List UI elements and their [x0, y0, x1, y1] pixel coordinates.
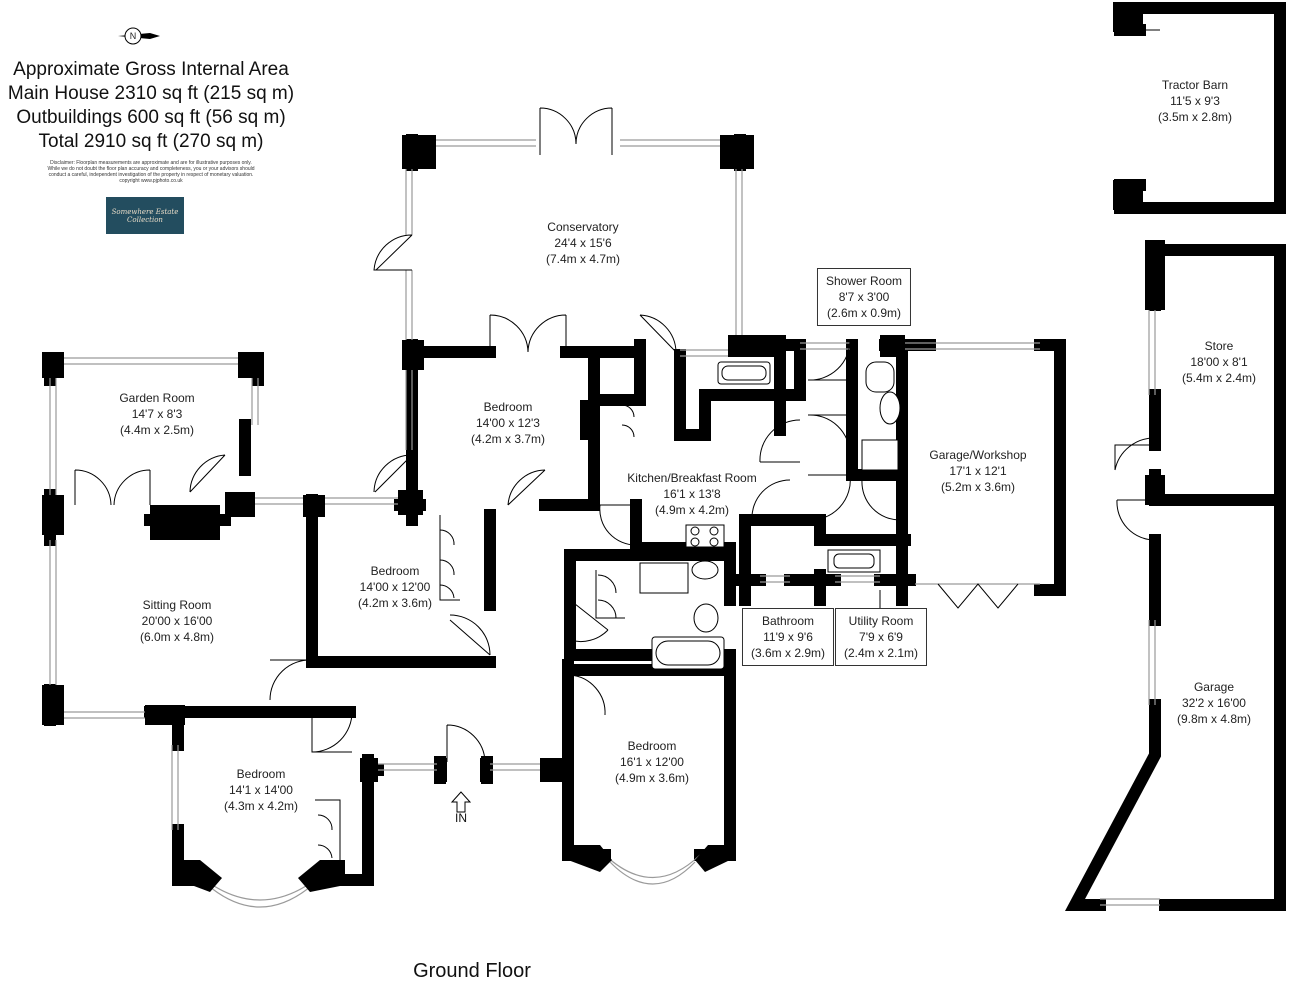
room-label-line: 11'9 x 9'6 — [763, 630, 813, 644]
room-label-garage-workshop: Garage/Workshop 17'1 x 12'1 (5.2m x 3.6m) — [929, 447, 1026, 495]
room-label-bedroom-2: Bedroom 14'00 x 12'00 (4.2m x 3.6m) — [358, 563, 432, 611]
room-label-line: 14'00 x 12'3 — [476, 416, 540, 430]
room-label-bathroom: Bathroom 11'9 x 9'6 (3.6m x 2.9m) — [741, 608, 835, 666]
room-label-line: Bedroom — [236, 767, 286, 781]
windows — [49, 139, 1160, 908]
area-summary: Approximate Gross Internal Area Main Hou… — [6, 58, 296, 154]
room-label-line: 14'1 x 14'00 — [229, 783, 293, 797]
room-label-line: (5.4m x 2.4m) — [1181, 371, 1257, 385]
room-label-line: Store — [1204, 339, 1234, 353]
room-label-line: 32'2 x 16'00 — [1182, 696, 1246, 710]
room-label-line: 17'1 x 12'1 — [949, 464, 1007, 478]
room-label-line: (4.9m x 4.2m) — [654, 503, 729, 517]
room-label-line: 7'9 x 6'9 — [859, 630, 903, 644]
logo-text: Somewhere Estate Collection — [111, 207, 179, 224]
room-label-line: Kitchen/Breakfast Room — [627, 471, 757, 485]
disclaimer-line: copyright www.pjphoto.co.uk — [119, 178, 183, 184]
room-label-garden-room: Garden Room 14'7 x 8'3 (4.4m x 2.5m) — [119, 390, 194, 438]
room-label-utility-room: Utility Room 7'9 x 6'9 (2.4m x 2.1m) — [834, 608, 928, 666]
room-label-line: (4.9m x 3.6m) — [614, 771, 690, 785]
room-label-line: 24'4 x 15'6 — [554, 236, 612, 250]
room-label-kitchen: Kitchen/Breakfast Room 16'1 x 13'8 (4.9m x… — [627, 470, 756, 518]
room-label-line: 18'00 x 8'1 — [1190, 355, 1248, 369]
room-label-line: (9.8m x 4.8m) — [1176, 712, 1252, 726]
room-label-line: (4.2m x 3.7m) — [470, 432, 546, 446]
floor-label: Ground Floor — [413, 960, 531, 982]
room-label-line: Tractor Barn — [1161, 78, 1229, 92]
room-label-line: 11'5 x 9'3 — [1170, 94, 1220, 108]
room-label-line: (2.4m x 2.1m) — [843, 646, 919, 660]
disclaimer: Disclaimer: Floorplan measurements are a… — [6, 160, 296, 184]
room-label-line: (7.4m x 4.7m) — [545, 252, 621, 266]
room-label-garage: Garage 32'2 x 16'00 (9.8m x 4.8m) — [1177, 679, 1251, 727]
room-label-line: (5.2m x 3.6m) — [940, 480, 1016, 494]
room-label-bedroom-1: Bedroom 14'00 x 12'3 (4.2m x 3.7m) — [471, 399, 545, 447]
compass-letter: N — [129, 31, 137, 41]
room-label-line: Bedroom — [483, 400, 533, 414]
compass-icon — [118, 27, 160, 45]
room-label-line: 20'00 x 16'00 — [141, 614, 213, 628]
room-label-line: Shower Room — [825, 274, 903, 288]
fixtures — [639, 361, 901, 670]
room-label-line: Garage/Workshop — [929, 448, 1027, 462]
entrance-label: IN — [455, 811, 467, 825]
room-label-line: 16'1 x 13'8 — [663, 487, 721, 501]
doors — [74, 29, 1160, 763]
room-label-store: Store 18'00 x 8'1 (5.4m x 2.4m) — [1182, 338, 1256, 386]
room-label-line: (4.2m x 3.6m) — [357, 596, 433, 610]
room-label-tractor-barn: Tractor Barn 11'5 x 9'3 (3.5m x 2.8m) — [1158, 77, 1232, 125]
entrance-arrow-icon — [450, 791, 472, 813]
room-label-line: Utility Room — [848, 614, 914, 628]
cupboards — [315, 404, 635, 860]
room-label-line: Bedroom — [370, 564, 420, 578]
room-label-line: Garage — [1193, 680, 1235, 694]
room-label-line: (3.5m x 2.8m) — [1157, 110, 1233, 124]
room-label-line: (3.6m x 2.9m) — [750, 646, 826, 660]
room-label-line: (2.6m x 0.9m) — [826, 306, 901, 320]
room-label-line: 16'1 x 12'00 — [620, 755, 684, 769]
area-title: Approximate Gross Internal Area — [13, 59, 289, 80]
disclaimer-line: While we do not doubt the floor plan acc… — [47, 166, 255, 172]
room-label-conservatory: Conservatory 24'4 x 15'6 (7.4m x 4.7m) — [546, 219, 620, 267]
room-label-line: 14'00 x 12'00 — [359, 580, 431, 594]
room-label-line: Bedroom — [627, 739, 677, 753]
room-label-line: Conservatory — [547, 220, 619, 234]
main-house-area: Main House 2310 sq ft (215 sq m) — [7, 83, 295, 104]
pillars — [42, 2, 1165, 782]
room-label-line: 14'7 x 8'3 — [131, 407, 183, 421]
bay-blocks — [178, 845, 730, 892]
room-label-line: (4.4m x 2.5m) — [119, 423, 194, 437]
agent-logo: Somewhere Estate Collection — [106, 197, 184, 234]
room-label-line: Garden Room — [119, 391, 195, 405]
room-label-line: (4.3m x 4.2m) — [223, 799, 299, 813]
outbuildings-area: Outbuildings 600 sq ft (56 sq m) — [16, 107, 286, 128]
room-label-line: Bathroom — [761, 614, 815, 628]
room-label-sitting-room: Sitting Room 20'00 x 16'00 (6.0m x 4.8m) — [140, 597, 214, 645]
room-label-bedroom-4: Bedroom 14'1 x 14'00 (4.3m x 4.2m) — [224, 766, 298, 814]
disclaimer-line: Disclaimer: Floorplan measurements are a… — [50, 160, 252, 166]
room-label-line: (6.0m x 4.8m) — [139, 630, 215, 644]
room-label-line: Sitting Room — [142, 598, 212, 612]
room-label-shower-room: Shower Room 8'7 x 3'00 (2.6m x 0.9m) — [816, 268, 912, 326]
room-label-line: 8'7 x 3'00 — [838, 290, 890, 304]
room-label-bedroom-3: Bedroom 16'1 x 12'00 (4.9m x 3.6m) — [615, 738, 689, 786]
total-area: Total 2910 sq ft (270 sq m) — [38, 131, 264, 152]
disclaimer-line: conduct a careful, independent investiga… — [48, 172, 254, 178]
